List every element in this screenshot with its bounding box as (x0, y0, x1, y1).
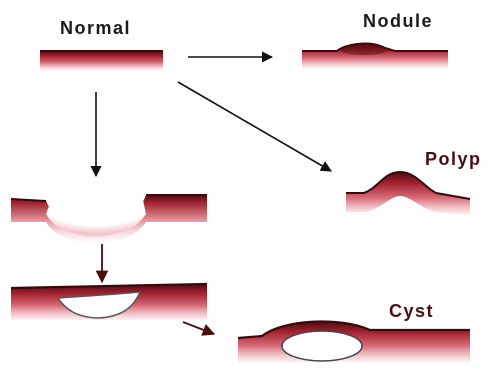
nodule-tissue (302, 44, 448, 68)
cyst-tissue (238, 321, 470, 362)
label-normal: Normal (60, 19, 131, 37)
label-polyp: Polyp (425, 150, 482, 168)
label-cyst: Cyst (389, 302, 434, 320)
arrow-cavity-to-cyst (183, 322, 214, 334)
arrow-normal-to-polyp (178, 82, 331, 171)
normal-tissue (40, 51, 163, 70)
cavity-tissue (11, 284, 207, 320)
crater-tissue (11, 195, 207, 243)
label-nodule: Nodule (363, 12, 433, 30)
polyp-tissue (346, 172, 470, 215)
